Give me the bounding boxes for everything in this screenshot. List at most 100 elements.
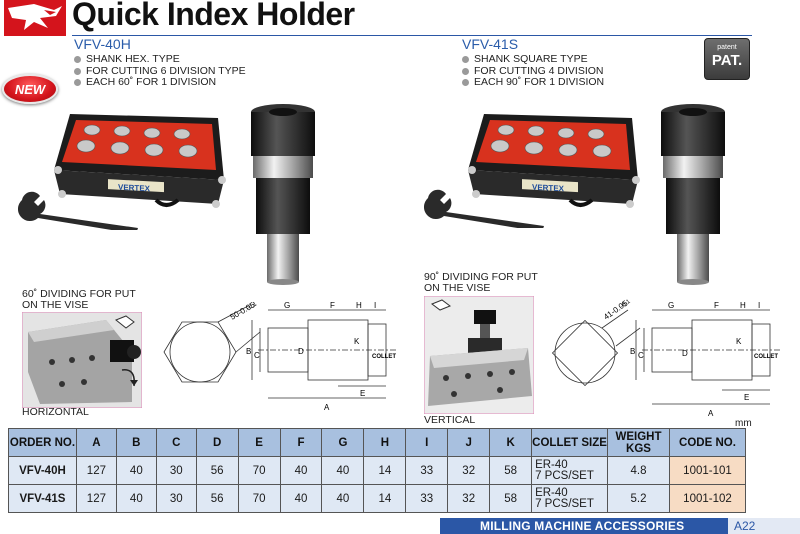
svg-text:B: B: [246, 347, 251, 356]
patent-badge: patent PAT.: [704, 38, 750, 80]
col-header: A: [75, 428, 117, 457]
box-brand-left: VERTEX: [118, 183, 151, 194]
wrench-image-left: [18, 191, 138, 230]
photo-caption-vertical: VERTICAL: [424, 414, 476, 426]
cell-e: 70: [237, 484, 281, 513]
cell-f: 40: [279, 456, 323, 485]
unit-label: mm: [735, 418, 752, 429]
svg-text:B: B: [630, 347, 635, 356]
cell-order: VFV-41S: [8, 484, 77, 513]
dim-sq-sup: -0.1: [620, 298, 632, 309]
feature-item: SHANK SQUARE TYPE: [462, 53, 604, 66]
cell-code: 1001-102: [668, 484, 747, 513]
bullet-icon: [74, 79, 81, 87]
col-header: K: [489, 428, 533, 457]
bullet-icon: [462, 67, 469, 75]
col-header: I: [405, 428, 449, 457]
col-header: F: [279, 428, 323, 457]
cell-f: 40: [279, 484, 323, 513]
footer-bar: [440, 518, 800, 534]
cell-g: 40: [321, 456, 365, 485]
cell-b: 40: [115, 456, 157, 485]
cell-j: 32: [447, 456, 491, 485]
svg-text:C: C: [254, 351, 260, 360]
svg-text:COLLET: COLLET: [372, 354, 396, 360]
cell-c: 30: [155, 484, 197, 513]
collet-case-image-left: VERTEX: [54, 114, 226, 208]
svg-text:E: E: [744, 393, 749, 402]
svg-text:H: H: [356, 301, 362, 310]
bullet-icon: [462, 79, 469, 87]
col-header: C: [155, 428, 197, 457]
page-number: A22: [728, 518, 800, 534]
eagle-icon: [8, 4, 62, 30]
cell-order: VFV-40H: [8, 456, 77, 485]
table-row: VFV-40H 127 40 30 56 70 40 40 14 33 32 5…: [8, 456, 747, 485]
dividing-label-left: 60˚ DIVIDING FOR PUT ON THE VISE: [22, 288, 136, 311]
box-brand-right: VERTEX: [532, 183, 565, 194]
brand-logo: [4, 0, 66, 36]
dim-hex-sup: -0.1: [246, 301, 259, 312]
cell-j: 32: [447, 484, 491, 513]
svg-text:I: I: [374, 301, 376, 310]
col-header: D: [195, 428, 239, 457]
svg-text:K: K: [736, 337, 742, 346]
technical-drawing-hex: 50-0.05 -0.1 G F H I A E B C D K COLLET: [163, 300, 396, 412]
feature-item: EACH 90˚ FOR 1 DIVISION: [462, 76, 604, 89]
svg-text:I: I: [758, 301, 760, 310]
feature-item: EACH 60˚ FOR 1 DIVISION: [74, 76, 246, 89]
cell-h: 14: [363, 456, 407, 485]
cell-d: 56: [195, 484, 239, 513]
holder-image-hex: [251, 104, 315, 285]
footer-section-title: MILLING MACHINE ACCESSORIES: [480, 519, 685, 533]
cell-code: 1001-101: [668, 456, 747, 485]
dividing-label-right: 90˚ DIVIDING FOR PUT ON THE VISE: [424, 271, 538, 294]
svg-text:D: D: [298, 347, 304, 356]
model-vfv-41s: VFV-41S: [462, 36, 519, 52]
table-row: VFV-41S 127 40 30 56 70 40 40 14 33 32 5…: [8, 484, 747, 513]
svg-text:A: A: [708, 409, 714, 418]
spec-table: ORDER NO. A B C D E F G H I J K COLLET S…: [8, 428, 747, 513]
cell-b: 40: [115, 484, 157, 513]
cell-d: 56: [195, 456, 239, 485]
svg-text:COLLET: COLLET: [754, 354, 778, 360]
col-header: E: [237, 428, 281, 457]
col-header: ORDER NO.: [8, 428, 77, 457]
cell-a: 127: [75, 456, 117, 485]
patent-label: patent: [717, 44, 737, 51]
technical-drawing-square: 41-0.05 -0.1 G F H I A E B C D K COLLET: [551, 298, 780, 418]
cell-e: 70: [237, 456, 281, 485]
cell-k: 58: [489, 456, 533, 485]
cell-i: 33: [405, 484, 449, 513]
svg-text:A: A: [324, 403, 330, 412]
cell-k: 58: [489, 484, 533, 513]
col-header: B: [115, 428, 157, 457]
wrench-image-right: [424, 189, 544, 228]
table-header-row: ORDER NO. A B C D E F G H I J K COLLET S…: [8, 428, 747, 457]
model-vfv-40h: VFV-40H: [74, 36, 131, 52]
col-header: G: [321, 428, 365, 457]
col-header: J: [447, 428, 491, 457]
collet-case-image-right: VERTEX: [468, 114, 640, 208]
feature-list-left: SHANK HEX. TYPE FOR CUTTING 6 DIVISION T…: [74, 53, 246, 89]
feature-list-right: SHANK SQUARE TYPE FOR CUTTING 4 DIVISION…: [462, 53, 604, 89]
title-rule: [72, 35, 752, 36]
cell-g: 40: [321, 484, 365, 513]
bullet-icon: [462, 56, 469, 64]
col-header: H: [363, 428, 407, 457]
page-title: Quick Index Holder: [72, 0, 355, 32]
svg-text:F: F: [330, 301, 335, 310]
svg-text:D: D: [682, 349, 688, 358]
feature-item: SHANK HEX. TYPE: [74, 53, 246, 66]
svg-text:F: F: [714, 301, 719, 310]
svg-text:K: K: [354, 337, 360, 346]
feature-item: FOR CUTTING 4 DIVISION: [462, 65, 604, 78]
cell-weight: 5.2: [607, 484, 670, 513]
new-badge: NEW: [2, 74, 58, 104]
vise-photo-horizontal: [22, 312, 142, 408]
svg-text:C: C: [638, 351, 644, 360]
feature-item: FOR CUTTING 6 DIVISION TYPE: [74, 65, 246, 78]
cell-a: 127: [75, 484, 117, 513]
